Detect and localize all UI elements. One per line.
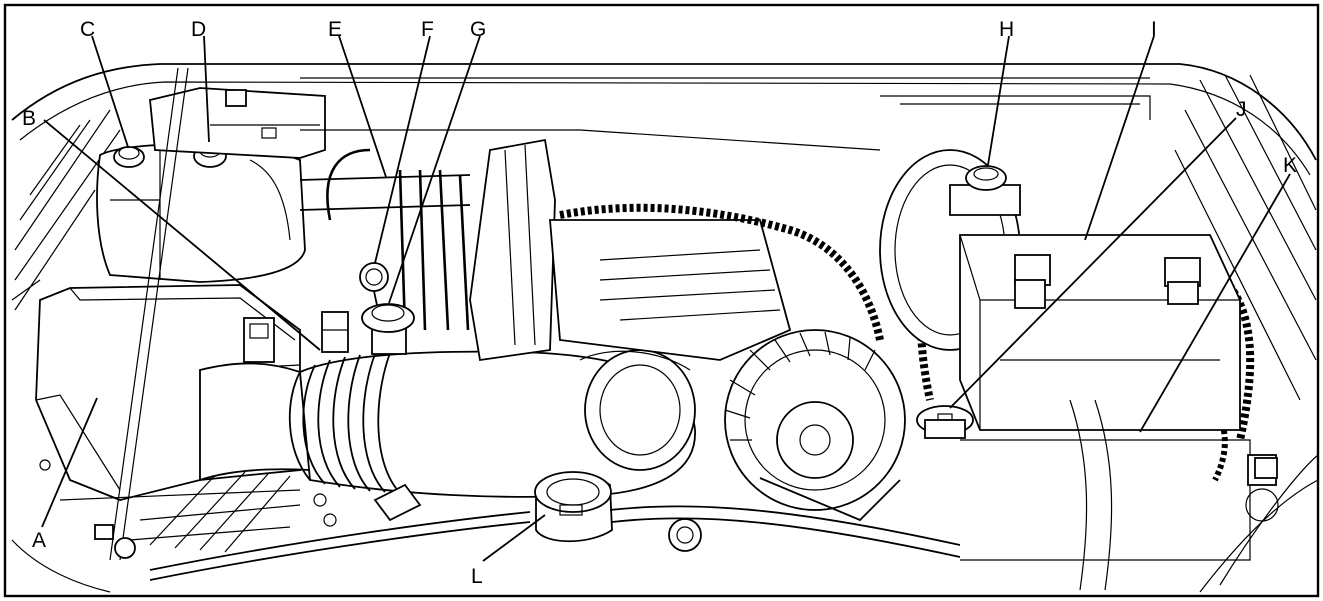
radiator-cap xyxy=(534,471,613,543)
washer-fluid-cap xyxy=(113,146,145,168)
callout-j: J xyxy=(1236,98,1247,121)
intake-duct xyxy=(199,349,696,498)
callout-k: K xyxy=(1283,154,1297,177)
callout-i: I xyxy=(1151,18,1157,41)
leader-f xyxy=(374,35,431,264)
leader-e xyxy=(338,35,387,178)
hood-prop-rod xyxy=(109,67,189,561)
fender-bolts xyxy=(39,457,1278,540)
leader-g xyxy=(388,35,481,304)
alternator xyxy=(724,329,906,522)
oil-dipstick xyxy=(359,262,389,311)
battery-tray xyxy=(960,399,1279,591)
callout-c: C xyxy=(80,18,95,41)
callout-f: F xyxy=(421,18,434,41)
sensor-b xyxy=(321,311,349,353)
engine-manifold xyxy=(299,138,792,362)
leader-j xyxy=(949,117,1237,409)
callout-l: L xyxy=(471,565,483,588)
callout-e: E xyxy=(328,18,342,41)
callout-labels: A B C D E F G H I J K L xyxy=(22,18,1297,588)
leader-l xyxy=(482,514,546,562)
leader-k xyxy=(1139,173,1291,433)
leader-c xyxy=(91,35,129,148)
leader-lines xyxy=(41,35,1291,562)
radiator-hose xyxy=(149,483,961,581)
fuse-box xyxy=(149,87,326,159)
leader-i xyxy=(1084,35,1155,241)
callout-h: H xyxy=(999,18,1014,41)
callout-d: D xyxy=(191,18,206,41)
maf-sensor xyxy=(243,317,275,378)
brake-reservoir xyxy=(949,165,1021,216)
fender-outline xyxy=(11,63,1319,593)
callout-g: G xyxy=(470,18,486,41)
leader-b xyxy=(43,119,321,351)
left-shading xyxy=(14,109,121,311)
callout-a: A xyxy=(32,529,46,552)
leader-a xyxy=(41,397,98,528)
right-shading xyxy=(1174,74,1317,401)
leader-d xyxy=(203,35,210,143)
power-steering-cap xyxy=(916,405,974,439)
callout-b: B xyxy=(22,107,36,130)
leader-h xyxy=(987,35,1010,166)
oil-fill-cap xyxy=(361,303,415,355)
